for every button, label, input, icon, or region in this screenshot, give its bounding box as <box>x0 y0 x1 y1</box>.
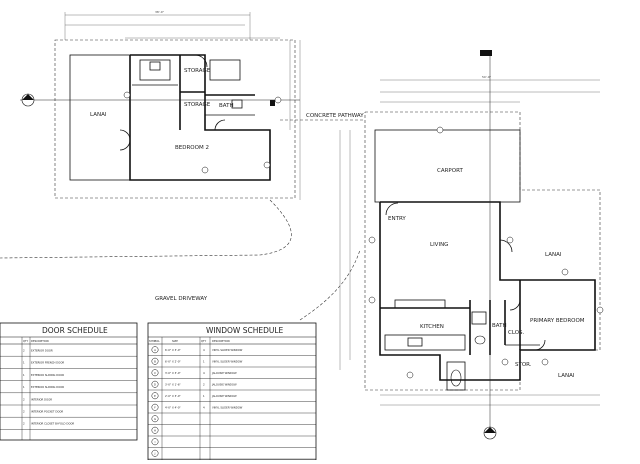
room-label-storage-lower: STORAGE <box>184 102 211 108</box>
window-symbol-circle <box>151 449 159 457</box>
door-schedule-header-description: DESCRIPTION <box>31 339 49 343</box>
door-schedule-cell-qty: 1 <box>23 385 25 389</box>
path-label-concrete-pathway: CONCRETE PATHWAY <box>306 113 364 119</box>
window-schedule-cell-symbol: I <box>155 440 156 444</box>
window-symbol-circle <box>151 346 159 354</box>
window-symbol-circle <box>151 438 159 446</box>
room-label-lanai-left: LANAI <box>90 112 107 118</box>
site-paths: CONCRETE PATHWAY GRAVEL DRIVEWAY <box>0 113 365 321</box>
window-symbol-circle <box>151 357 159 365</box>
window-schedule-cell-description: VINYL SLIDER WINDOW <box>212 405 243 409</box>
door-schedule-cell-description: EXTERIOR SLIDING DOOR <box>31 385 64 389</box>
room-label-clos: CLOS. <box>508 330 525 336</box>
window-schedule-cell-size: 2'-0" X 3'-0" <box>165 394 181 398</box>
window-symbol-circle <box>151 426 159 434</box>
window-schedule-cell-size: 6'-0" X 2'-0" <box>165 359 181 363</box>
window-schedule-cell-symbol: F <box>154 405 156 409</box>
window-schedule-cell-qty: 4 <box>203 371 205 375</box>
room-label-kitchen: KITCHEN <box>420 324 444 330</box>
window-schedule-cell-symbol: H <box>154 428 156 432</box>
window-schedule-header-qty: QTY <box>201 339 207 343</box>
main-overall-dimension: 50'-0" <box>482 75 492 79</box>
door-schedule-cell-qty: 1 <box>23 373 25 377</box>
room-label-carport: CARPORT <box>437 168 463 174</box>
window-schedule-cell-qty: 2 <box>203 382 205 386</box>
main-house: 50'-0" <box>339 50 604 440</box>
room-label-entry: ENTRY <box>388 216 406 222</box>
window-schedule-header-size: SIZE <box>172 339 178 343</box>
window-schedule-cell-symbol: B <box>154 359 156 363</box>
window-schedule-title: WINDOW SCHEDULE <box>206 326 284 335</box>
window-schedule-cell-qty: 1 <box>203 359 205 363</box>
window-schedule-cell-symbol: J <box>154 451 156 455</box>
window-symbol-circle <box>151 369 159 377</box>
room-label-lanai-bottom: LANAI <box>558 373 575 379</box>
door-schedule-cell-description: EXTERIOR DOOR <box>31 349 53 353</box>
door-schedule-cell-qty: 2 <box>23 422 25 426</box>
window-schedule-cell-size: 3'-0" X 1'-6" <box>165 382 181 386</box>
door-schedule-cell-description: EXTERIOR SLIDING DOOR <box>31 373 64 377</box>
door-schedule-cell-description: INTERIOR DOOR <box>31 397 52 401</box>
window-symbol-circle <box>151 392 159 400</box>
door-schedule-cell-qty: 2 <box>23 410 25 414</box>
window-symbol-circle <box>151 380 159 388</box>
room-label-bath-upper: BATH <box>219 103 234 109</box>
door-schedule-cell-qty: 2 <box>23 349 25 353</box>
room-label-bedroom-2: BEDROOM 2 <box>175 145 209 151</box>
window-schedule-cell-symbol: G <box>154 417 156 421</box>
room-label-bath-lower: BATH <box>492 323 507 329</box>
window-schedule-cell-qty: 4 <box>203 405 205 409</box>
window-schedule-cell-qty: 1 <box>203 394 205 398</box>
upper-wing: 38'-0" LANAI STORAGE STORA <box>20 10 301 200</box>
door-schedule-cell-qty: 1 <box>23 361 25 365</box>
window-schedule-header-symbol: SYMBOL <box>149 339 160 343</box>
door-schedule-cell-description: INTERIOR CLOSET BI-FOLD DOOR <box>31 422 74 426</box>
window-schedule-cell-symbol: D <box>154 382 156 386</box>
window-schedule-header-description: DESCRIPTION <box>212 339 230 343</box>
room-label-living: LIVING <box>430 242 448 248</box>
window-schedule-cell-size: 4'-0" X 4'-0" <box>165 405 181 409</box>
door-schedule-cell-description: INTERIOR POCKET DOOR <box>31 410 63 414</box>
door-schedule-header-qty: QTY <box>23 339 29 343</box>
window-schedule-cell-symbol: A <box>154 348 156 352</box>
window-schedule-cell-symbol: C <box>154 371 156 375</box>
room-label-stor: STOR. <box>515 362 532 368</box>
door-schedule-title: DOOR SCHEDULE <box>42 326 108 335</box>
window-schedule-cell-description: VINYL SLIDER WINDOW <box>212 359 243 363</box>
room-label-lanai-right: LANAI <box>545 252 562 258</box>
window-schedule-cell-description: JALOUSIE WINDOW <box>211 394 237 398</box>
upper-overall-dimension: 38'-0" <box>155 10 165 14</box>
room-label-storage-upper: STORAGE <box>184 68 211 74</box>
path-label-gravel-driveway: GRAVEL DRIVEWAY <box>155 296 208 302</box>
window-schedule-cell-description: VINYL SLIDER WINDOW <box>212 348 243 352</box>
room-label-primary-bedroom: PRIMARY BEDROOM <box>530 318 585 324</box>
window-schedule-cell-size: 6'-0" X 3'-0" <box>165 348 181 352</box>
door-schedule-cell-qty: 2 <box>23 397 25 401</box>
door-schedule-cell-description: EXTERIOR FRENCH DOOR <box>31 361 64 365</box>
window-schedule-cell-description: JALOUSIE WINDOW <box>211 382 237 386</box>
window-schedule-cell-symbol: E <box>154 394 156 398</box>
window-schedule-cell-size: 3'-0" X 3'-0" <box>165 371 181 375</box>
window-schedule-cell-description: JALOUSIE WINDOW <box>211 371 237 375</box>
window-schedule-cell-qty: 4 <box>203 348 205 352</box>
window-symbol-circle <box>151 415 159 423</box>
window-symbol-circle <box>151 403 159 411</box>
